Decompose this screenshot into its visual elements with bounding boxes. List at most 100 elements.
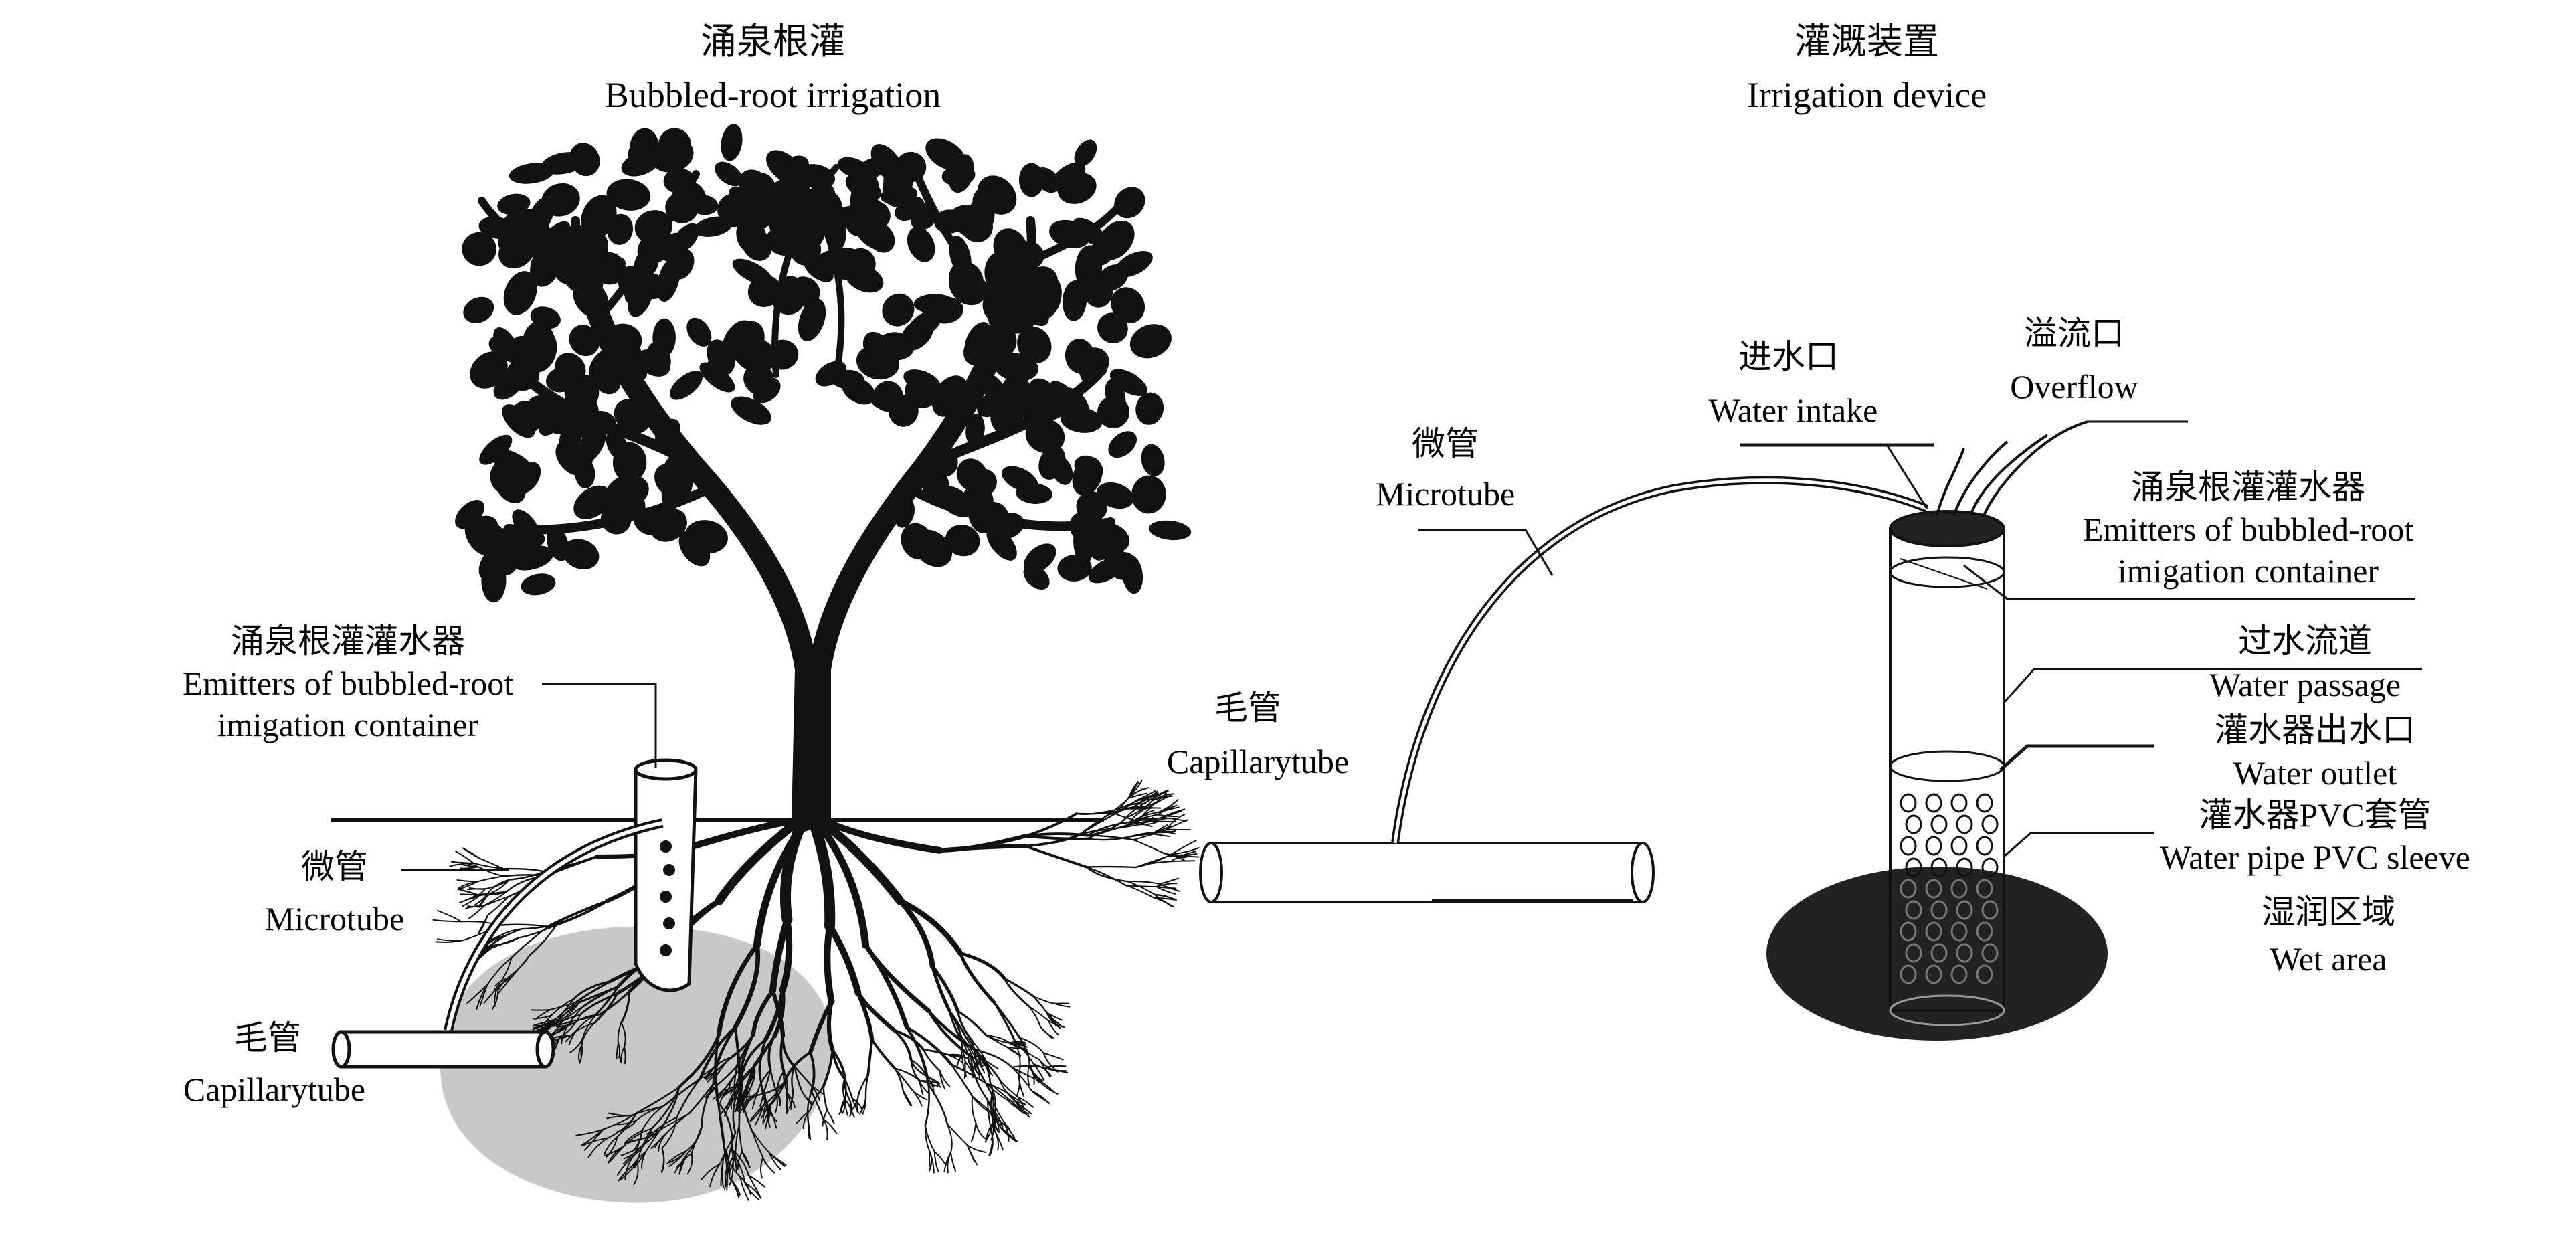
- left-panel: 涌泉根灌 Bubbled-root irrigation: [183, 21, 1199, 1203]
- root: [1133, 840, 1163, 853]
- right-title-en: Irrigation device: [1747, 75, 1987, 115]
- leaf: [459, 292, 498, 328]
- right-capillary-label-cn: 毛管: [1214, 689, 1281, 727]
- root: [994, 1002, 1016, 1042]
- sleeve-hole: [1952, 794, 1966, 812]
- root: [951, 1152, 955, 1171]
- right-passage-label-en: Water passage: [2209, 666, 2401, 703]
- right-intake-overflow-pipes: [1937, 422, 2088, 515]
- root: [749, 1175, 765, 1187]
- sleeve-hole: [1977, 794, 1992, 812]
- right-overflow-label-en: Overflow: [2010, 368, 2138, 406]
- right-title-cn: 灌溉装置: [1795, 21, 1939, 62]
- leaf: [564, 138, 606, 181]
- root: [976, 1123, 987, 1140]
- root: [739, 1087, 740, 1125]
- root: [1152, 834, 1170, 836]
- root: [504, 869, 545, 871]
- root: [1161, 818, 1186, 821]
- leaf: [1138, 442, 1168, 478]
- root: [947, 1152, 951, 1172]
- right-capillary-label-en: Capillarytube: [1167, 743, 1349, 780]
- sleeve-hole: [1926, 837, 1941, 855]
- root: [895, 1069, 903, 1091]
- root: [464, 848, 479, 858]
- root: [830, 926, 858, 993]
- root: [872, 1040, 895, 1069]
- root: [1025, 846, 1086, 867]
- right-wet-area: [1766, 867, 2108, 1041]
- leaf: [1125, 318, 1176, 364]
- root: [827, 926, 831, 1002]
- right-wet-label: 湿润区域 Wet area: [2262, 893, 2395, 978]
- root: [458, 880, 478, 881]
- leaf: [1108, 181, 1152, 225]
- root: [470, 888, 486, 889]
- right-intake-label-en: Water intake: [1709, 391, 1878, 429]
- sleeve-hole: [1952, 837, 1966, 855]
- root: [745, 1182, 761, 1198]
- left-capillary-label-en: Capillarytube: [183, 1071, 365, 1108]
- root: [500, 929, 522, 936]
- root: [1004, 978, 1034, 996]
- left-title-en: Bubbled-root irrigation: [605, 75, 941, 115]
- right-sleeve-label-cn: 灌水器PVC套管: [2199, 796, 2431, 834]
- root: [1032, 1091, 1050, 1103]
- right-outlet-label: 灌水器出水口 Water outlet: [2001, 711, 2415, 792]
- left-emitter-label-en1: Emitters of bubbled-root: [183, 664, 513, 702]
- left-microtube-label-cn: 微管: [301, 848, 368, 885]
- root: [461, 894, 478, 895]
- sleeve-hole: [1983, 816, 1997, 833]
- right-sleeve-label: 灌水器PVC套管 Water pipe PVC sleeve: [2004, 796, 2470, 876]
- root: [786, 1096, 787, 1112]
- root: [994, 1002, 1020, 1038]
- right-microtube: [1395, 480, 1927, 843]
- right-passage-label: 过水流道 Water passage: [2004, 622, 2422, 703]
- left-title-cn: 涌泉根灌: [701, 21, 845, 62]
- left-capillary-tube: [333, 1032, 553, 1067]
- right-emitter-label-cn: 涌泉根灌灌水器: [2131, 468, 2365, 506]
- right-overflow-label-cn: 溢流口: [2024, 315, 2124, 352]
- root: [1155, 821, 1176, 822]
- right-sleeve-label-en: Water pipe PVC sleeve: [2160, 838, 2470, 876]
- leaf: [519, 571, 557, 598]
- root: [824, 1086, 827, 1110]
- root: [434, 920, 462, 922]
- root: [468, 906, 484, 907]
- leaf: [902, 222, 940, 266]
- leaf: [719, 122, 745, 163]
- right-panel: 灌溉装置 Irrigation device: [1167, 21, 2470, 1041]
- root: [1114, 809, 1141, 810]
- root: [478, 876, 504, 881]
- sleeve-hole: [1977, 837, 1992, 855]
- root: [1028, 1064, 1030, 1085]
- root: [911, 1089, 927, 1100]
- root: [829, 1002, 832, 1050]
- left-emitter-container: [636, 760, 696, 990]
- root: [1012, 1066, 1044, 1068]
- sleeve-hole: [1957, 816, 1972, 833]
- right-capillary-label: 毛管 Capillarytube: [1167, 689, 1349, 780]
- right-emitter-label-en2: imigation container: [2118, 552, 2379, 590]
- left-microtube-label-en: Microtube: [265, 900, 404, 937]
- left-emitter-label-cn: 涌泉根灌灌水器: [231, 622, 465, 660]
- sleeve-hole: [1932, 816, 1946, 833]
- root: [459, 881, 478, 888]
- root: [868, 1040, 872, 1076]
- right-passage-label-cn: 过水流道: [2238, 622, 2372, 660]
- root: [548, 901, 607, 927]
- sleeve-hole: [1901, 837, 1916, 855]
- right-overflow-label: 溢流口 Overflow: [2010, 315, 2188, 422]
- root: [438, 911, 461, 921]
- root: [832, 1050, 844, 1078]
- leaf: [1148, 519, 1192, 542]
- root: [1039, 1081, 1054, 1092]
- root: [929, 1085, 947, 1124]
- leaf: [1130, 474, 1167, 515]
- right-microtube-label-en: Microtube: [1376, 475, 1515, 513]
- sleeve-hole: [1926, 794, 1941, 812]
- sleeve-hole: [1901, 794, 1916, 812]
- right-capillary-tube: [1200, 843, 1653, 902]
